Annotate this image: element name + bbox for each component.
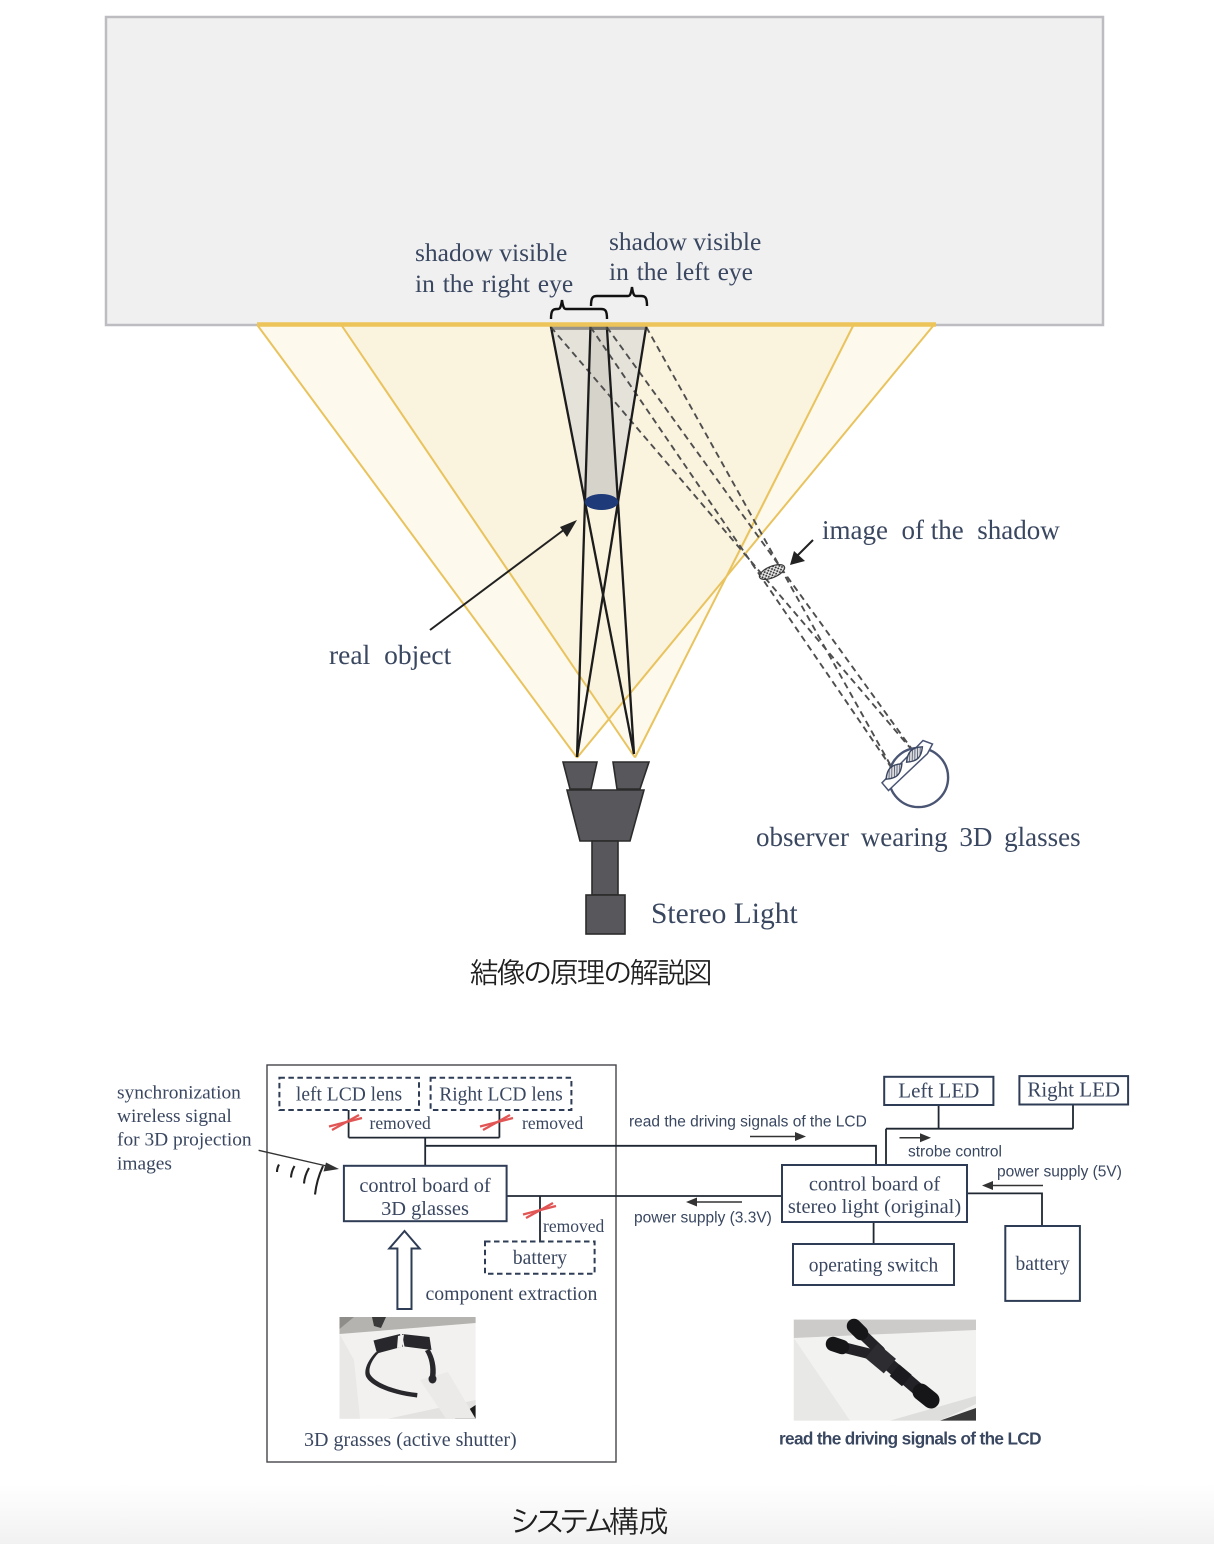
svg-text:image of the shadow: image of the shadow — [822, 515, 1060, 545]
svg-text:Right LCD lens: Right LCD lens — [439, 1085, 563, 1106]
svg-text:Right LED: Right LED — [1027, 1078, 1120, 1102]
svg-text:stereo light (original): stereo light (original) — [788, 1196, 961, 1218]
svg-text:observer wearing 3D glasses: observer wearing 3D glasses — [756, 822, 1081, 852]
svg-text:shadow visible: shadow visible — [415, 238, 567, 267]
svg-text:control board of: control board of — [809, 1174, 941, 1196]
svg-text:component extraction: component extraction — [426, 1283, 598, 1305]
svg-text:shadow visible: shadow visible — [609, 227, 761, 256]
svg-text:operating switch: operating switch — [809, 1256, 939, 1277]
svg-text:3D grasses (active shutter): 3D grasses (active shutter) — [304, 1429, 517, 1451]
svg-text:images: images — [117, 1153, 172, 1174]
svg-text:battery: battery — [513, 1248, 567, 1269]
svg-text:wireless signal: wireless signal — [117, 1106, 232, 1127]
svg-text:in the left eye: in the left eye — [609, 257, 753, 286]
svg-text:control board of: control board of — [359, 1175, 491, 1197]
svg-text:read the driving signals of th: read the driving signals of the LCD — [779, 1429, 1041, 1449]
svg-text:power supply (3.3V): power supply (3.3V) — [634, 1210, 772, 1227]
svg-text:real object: real object — [329, 639, 452, 670]
svg-text:left LCD lens: left LCD lens — [296, 1085, 402, 1106]
svg-text:battery: battery — [1016, 1254, 1070, 1275]
svg-text:in the right eye: in the right eye — [415, 269, 573, 298]
svg-text:removed: removed — [370, 1113, 431, 1133]
svg-text:removed: removed — [543, 1216, 604, 1236]
svg-text:read the driving signals of th: read the driving signals of the LCD — [629, 1114, 867, 1131]
svg-text:power supply (5V): power supply (5V) — [997, 1164, 1122, 1181]
svg-text:removed: removed — [522, 1113, 583, 1133]
svg-text:Left LED: Left LED — [898, 1079, 979, 1103]
svg-text:for 3D projection: for 3D projection — [117, 1130, 252, 1151]
svg-text:Stereo Light: Stereo Light — [651, 898, 798, 930]
svg-text:strobe control: strobe control — [908, 1144, 1002, 1161]
svg-text:3D glasses: 3D glasses — [381, 1198, 469, 1220]
svg-text:synchronization: synchronization — [117, 1083, 241, 1104]
